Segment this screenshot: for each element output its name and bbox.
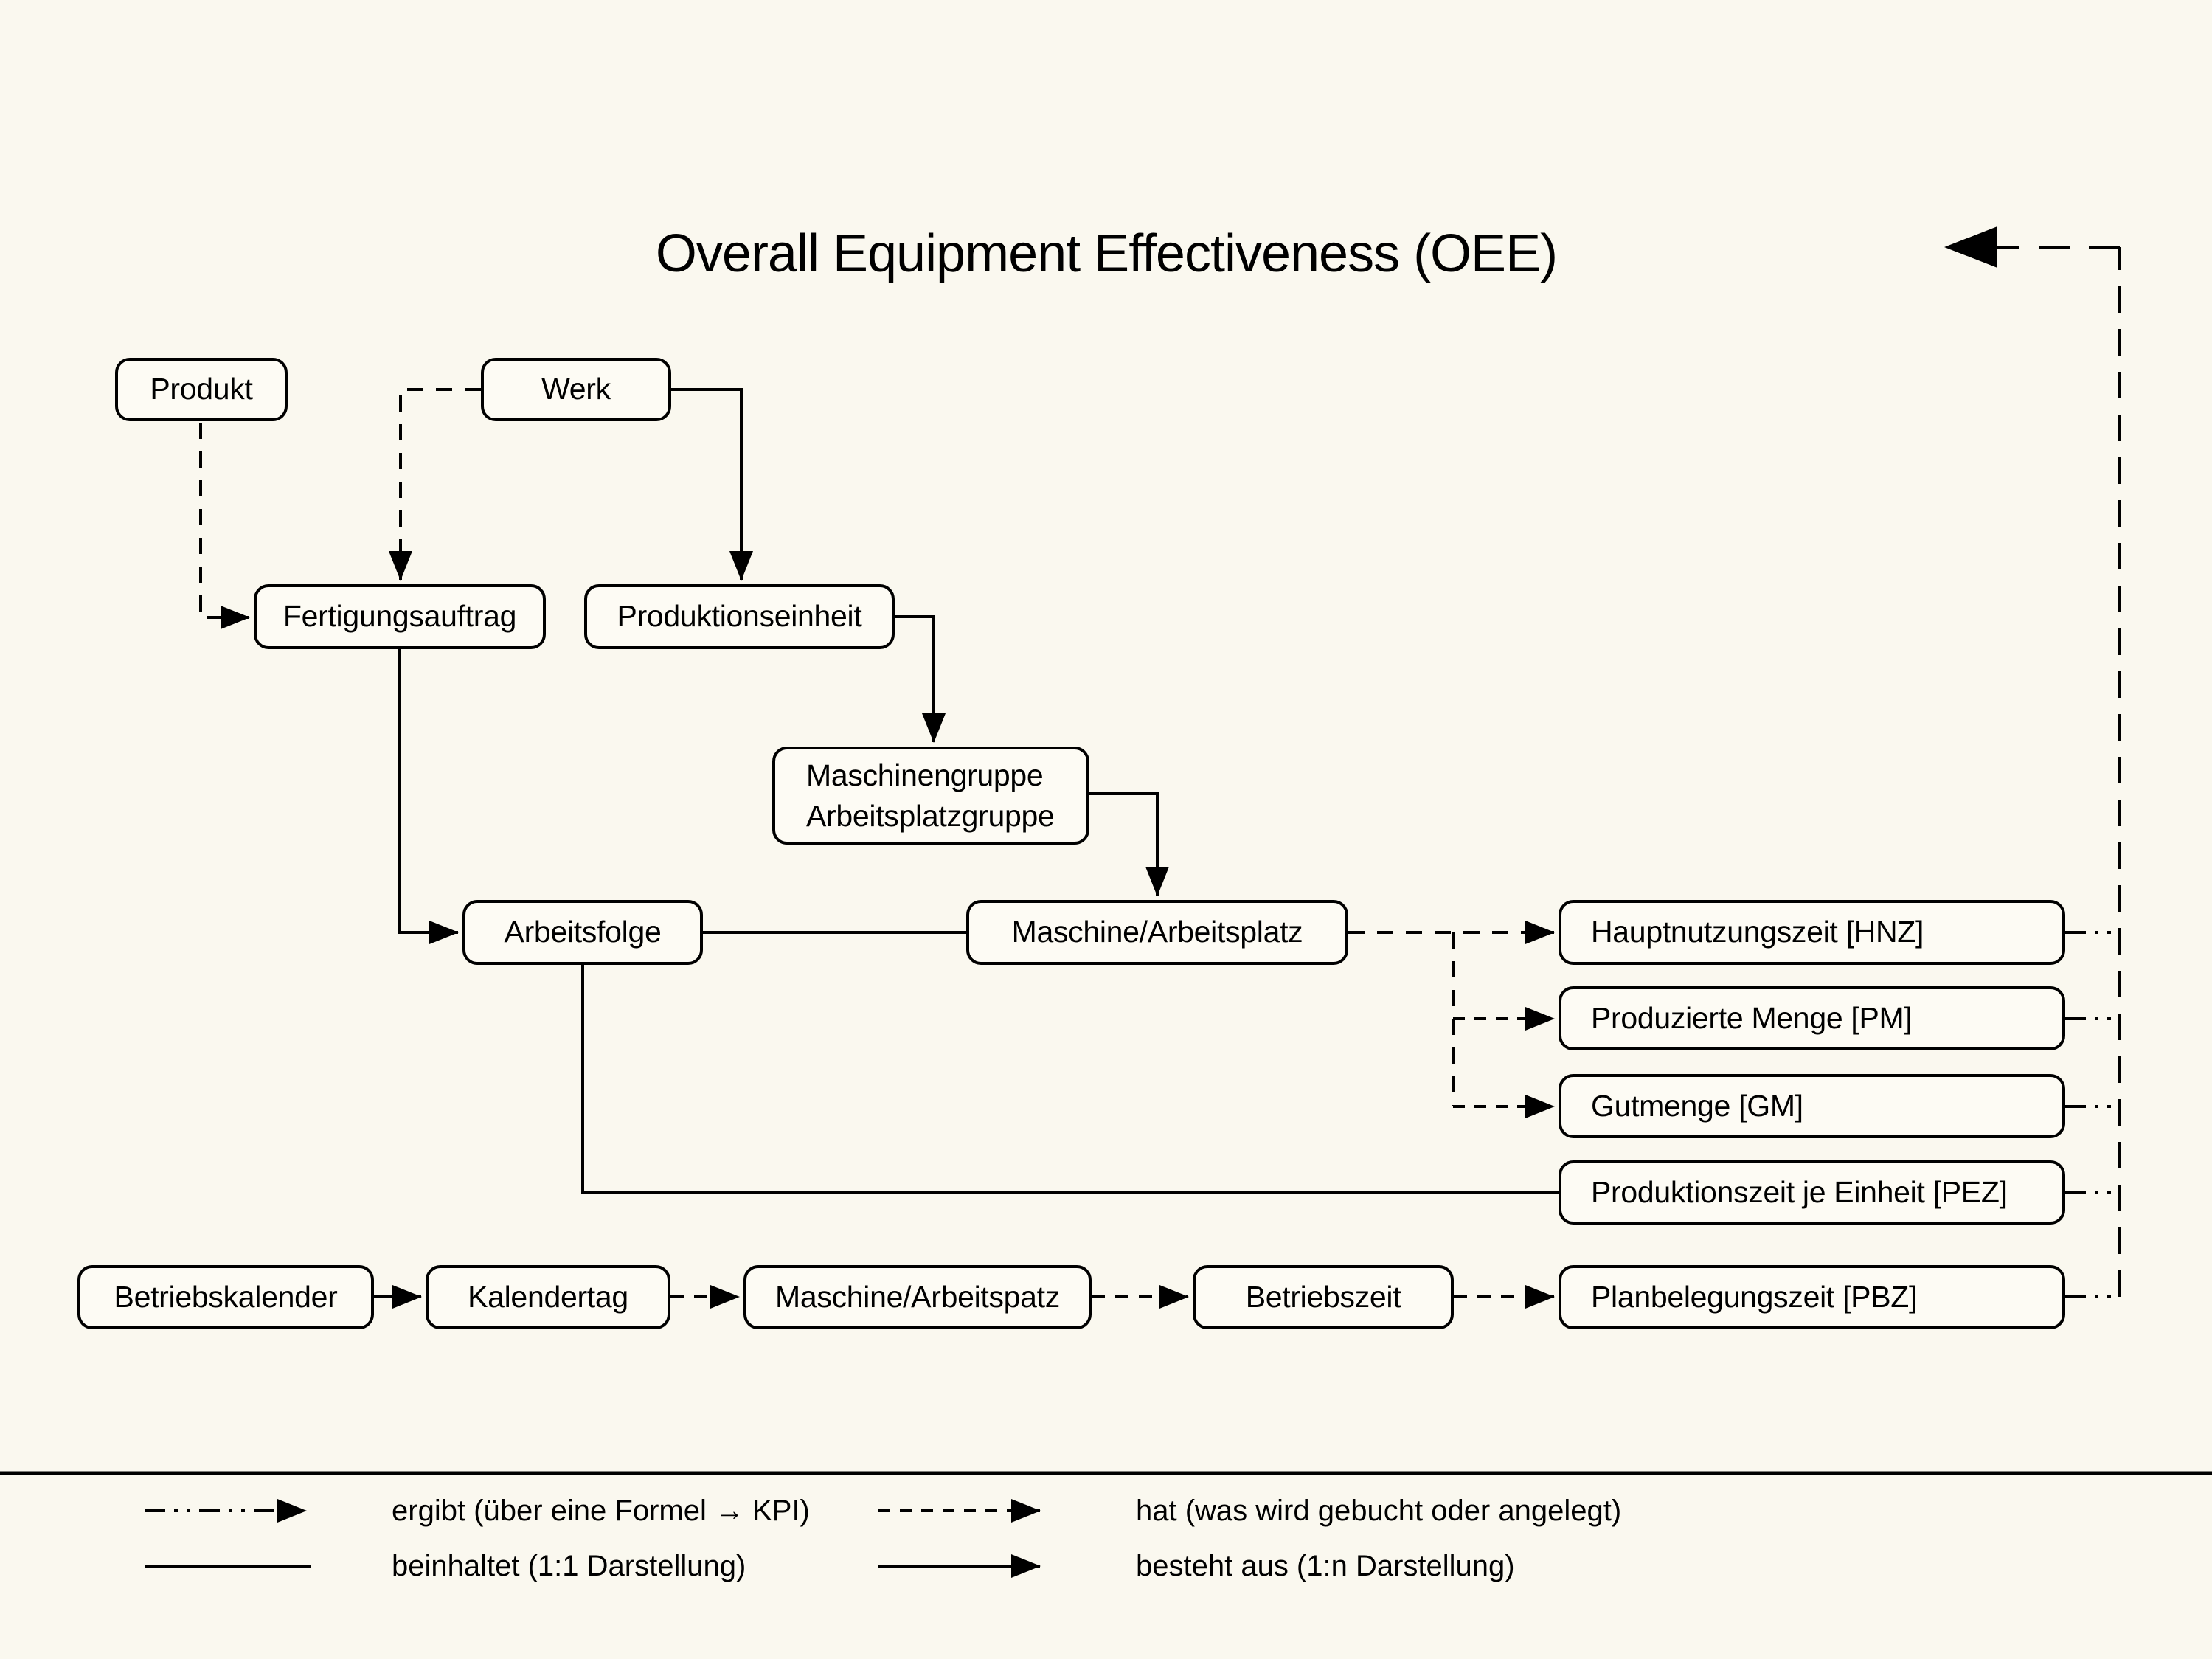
node-produktionszeit-label: Produktionszeit je Einheit [PEZ] [1591,1174,2008,1209]
node-maschinengruppe: Maschinengruppe Arbeitsplatzgruppe [772,747,1089,845]
node-betriebszeit-label: Betriebszeit [1245,1279,1401,1314]
node-maschinengruppe-label1: Maschinengruppe [806,758,1044,793]
node-arbeitsfolge-label: Arbeitsfolge [504,915,662,949]
kpi-arrowhead-left-icon [1944,226,1997,268]
node-produkt: Produkt [115,358,288,421]
edge-werk-fertigungsauftrag [389,388,481,581]
node-fertigungsauftrag-label: Fertigungsauftrag [282,599,517,634]
node-planbelegungszeit: Planbelegungszeit [PBZ] [1559,1265,2065,1329]
edge-fertigungsauftrag-arbeitsfolge [398,649,459,944]
edge-produktionseinheit-maschinengruppe [895,615,946,743]
node-gutmenge-label: Gutmenge [GM] [1591,1088,1803,1123]
node-produktionseinheit-label: Produktionseinheit [617,599,862,634]
edge-arbeitsfolge-produktionszeit [581,965,1559,1194]
legend-label-hat: hat (was wird gebucht oder angelegt) [1136,1495,1622,1527]
node-produzierte-menge-label: Produzierte Menge [PM] [1591,1000,1913,1035]
node-fertigungsauftrag: Fertigungsauftrag [254,584,546,649]
node-betriebszeit: Betriebszeit [1193,1265,1454,1329]
edge-maschinengruppe-maschine-arbeitsplatz [1089,792,1169,896]
node-maschine-arbeitspatz: Maschine/Arbeitspatz [743,1265,1092,1329]
node-gutmenge: Gutmenge [GM] [1559,1074,2065,1138]
node-produzierte-menge: Produzierte Menge [PM] [1559,986,2065,1050]
node-hauptnutzungszeit-label: Hauptnutzungszeit [HNZ] [1591,915,1924,949]
node-maschine-arbeitsplatz-label: Maschine/Arbeitsplatz [1011,915,1303,949]
node-planbelegungszeit-label: Planbelegungszeit [PBZ] [1591,1279,1918,1314]
node-produkt-label: Produkt [150,372,253,406]
diagram-title: Overall Equipment Effectiveness (OEE) [655,224,1558,283]
node-hauptnutzungszeit: Hauptnutzungszeit [HNZ] [1559,900,2065,965]
legend-label-besteht: besteht aus (1:n Darstellung) [1136,1550,1515,1582]
node-arbeitsfolge: Arbeitsfolge [462,900,703,965]
node-betriebskalender: Betriebskalender [77,1265,374,1329]
edge-werk-produktionseinheit [671,388,753,581]
legend-label-ergibt: ergibt (über eine Formel → KPI) [392,1495,810,1527]
node-kalendertag-label: Kalendertag [468,1279,628,1314]
node-produktionseinheit: Produktionseinheit [584,584,895,649]
node-werk: Werk [481,358,671,421]
node-betriebskalender-label: Betriebskalender [114,1279,338,1314]
node-maschine-arbeitsplatz: Maschine/Arbeitsplatz [966,900,1348,965]
node-werk-label: Werk [541,372,611,406]
node-maschinengruppe-label2: Arbeitsplatzgruppe [806,798,1055,833]
node-produktionszeit: Produktionszeit je Einheit [PEZ] [1559,1160,2065,1225]
node-maschine-arbeitspatz-label: Maschine/Arbeitspatz [775,1279,1060,1314]
legend-label-beinhaltet: beinhaltet (1:1 Darstellung) [392,1550,746,1582]
node-kalendertag: Kalendertag [426,1265,670,1329]
edge-produkt-fertigungsauftrag [199,423,250,629]
